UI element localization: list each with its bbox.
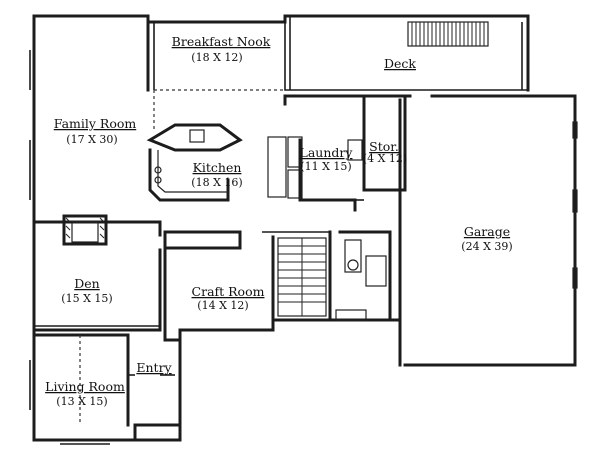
label-storage: Stor.: [369, 139, 399, 154]
label-laundry: Laundry: [300, 145, 354, 160]
deck-stairs: [407, 21, 489, 47]
label-breakfast-nook: Breakfast Nook: [172, 34, 271, 49]
dim-den: (15 X 15): [61, 292, 112, 305]
interior-walls: [32, 20, 412, 427]
label-garage: Garage: [464, 224, 510, 239]
main-stairs: [277, 237, 327, 317]
garage-door-marks: [572, 121, 578, 289]
dim-breakfast-nook: (18 X 12): [191, 51, 242, 64]
kitchen-counters: [146, 123, 243, 202]
dim-family-room: (17 X 30): [66, 133, 117, 146]
label-entry: Entry: [136, 360, 172, 375]
dim-craft-room: (14 X 12): [197, 299, 248, 312]
deck-outline: [284, 16, 528, 91]
label-deck: Deck: [384, 56, 416, 71]
label-craft-room: Craft Room: [192, 284, 265, 299]
dim-laundry: (11 X 15): [300, 160, 351, 173]
laundry-appliances: [267, 136, 363, 199]
room-labels: Breakfast Nook (18 X 12) Deck Family Roo…: [45, 34, 513, 408]
label-den: Den: [74, 276, 99, 291]
windows: [29, 50, 110, 445]
label-living-room: Living Room: [45, 379, 125, 394]
label-kitchen: Kitchen: [193, 160, 242, 175]
dim-kitchen: (18 X 16): [191, 176, 242, 189]
fireplace: [62, 214, 108, 246]
label-family-room: Family Room: [54, 116, 137, 131]
bath-fixtures: [335, 239, 387, 321]
dim-storage: (4 X 12): [363, 152, 407, 165]
dim-living-room: (13 X 15): [56, 395, 107, 408]
dim-garage: (24 X 39): [461, 240, 512, 253]
